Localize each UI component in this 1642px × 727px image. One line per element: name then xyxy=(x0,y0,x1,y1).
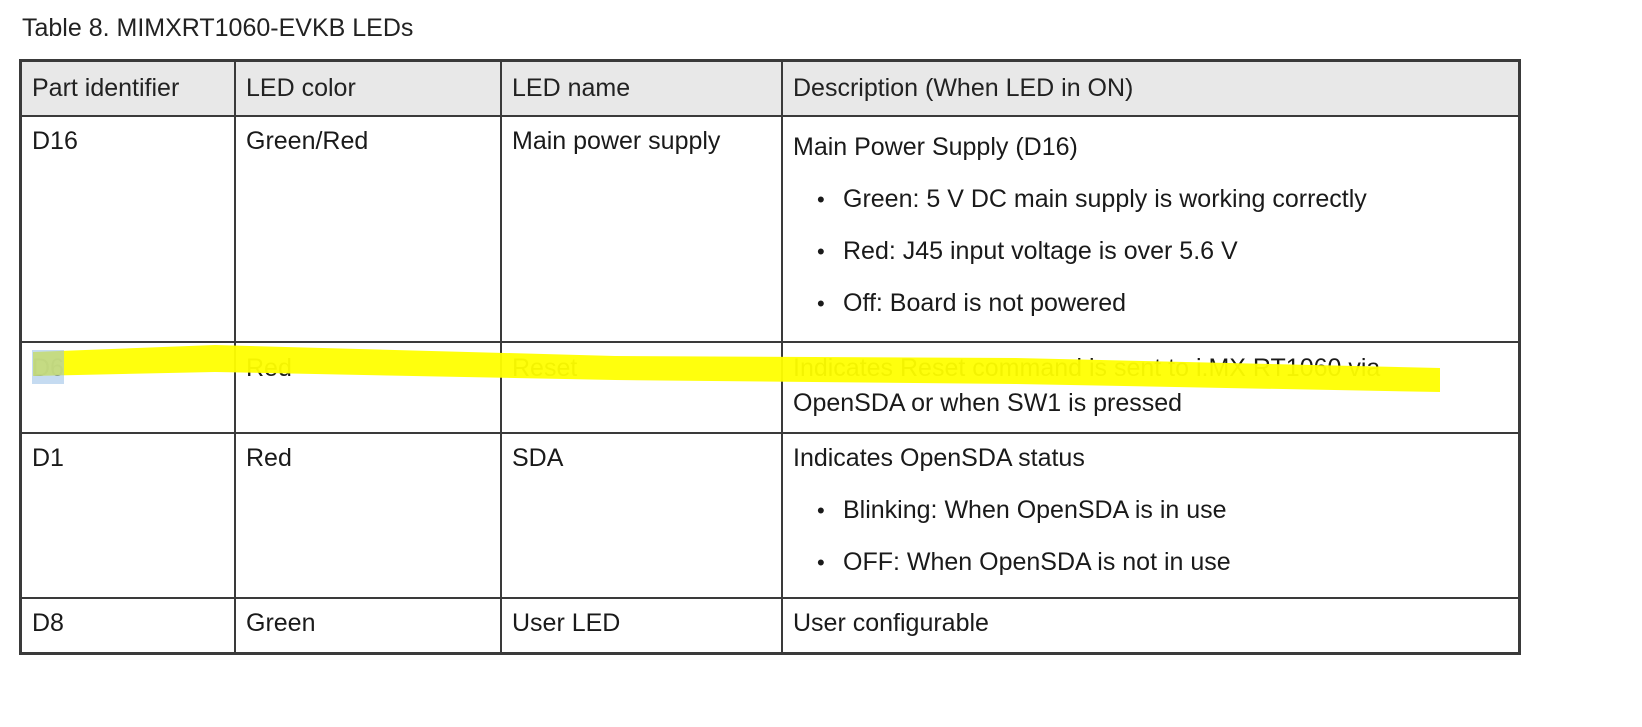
cell-description: User configurable xyxy=(793,609,989,637)
description-line-1: Indicates Reset command is sent to i.MX … xyxy=(793,354,1381,382)
bullet-icon: • xyxy=(817,239,825,264)
bullet-icon: • xyxy=(817,498,825,523)
table-row: D16 Green/Red Main power supply Main Pow… xyxy=(22,117,1518,343)
bullet-text: OFF: When OpenSDA is not in use xyxy=(843,548,1231,576)
table-row: D8 Green User LED User configurable xyxy=(22,599,1518,652)
table-header-row: Part identifier LED color LED name Descr… xyxy=(22,62,1518,117)
bullet-icon: • xyxy=(817,187,825,212)
bullet-icon: • xyxy=(817,291,825,316)
cell-name: User LED xyxy=(502,599,783,652)
bullet-item: • OFF: When OpenSDA is not in use xyxy=(793,545,1518,580)
bullet-icon: • xyxy=(817,550,825,575)
bullet-list: • Green: 5 V DC main supply is working co… xyxy=(793,182,1518,321)
cell-part: D1 xyxy=(22,434,236,597)
bullet-item: • Blinking: When OpenSDA is in use xyxy=(793,493,1518,528)
cell-name: Reset xyxy=(502,343,783,432)
table-row-highlighted: D6 Red Reset Indicates Reset command is … xyxy=(22,343,1518,434)
bullet-list: • Blinking: When OpenSDA is in use • OFF: … xyxy=(793,493,1518,580)
cell-color: Green/Red xyxy=(236,117,502,341)
bullet-text: Blinking: When OpenSDA is in use xyxy=(843,496,1227,524)
table-caption: Table 8. MIMXRT1060-EVKB LEDs xyxy=(22,14,414,42)
cell-part: D6 xyxy=(22,343,236,432)
cell-color: Red xyxy=(236,434,502,597)
cell-color: Green xyxy=(236,599,502,652)
cell-part: D8 xyxy=(22,599,236,652)
header-part-identifier: Part identifier xyxy=(22,62,236,115)
bullet-text: Off: Board is not powered xyxy=(843,289,1127,317)
bullet-text: Green: 5 V DC main supply is working cor… xyxy=(843,185,1367,213)
table-row: D1 Red SDA Indicates OpenSDA status • Bli… xyxy=(22,434,1518,599)
bullet-item: • Off: Board is not powered xyxy=(793,286,1518,321)
bullet-item: • Green: 5 V DC main supply is working co… xyxy=(793,182,1518,217)
cell-color: Red xyxy=(236,343,502,432)
cell-description: Main Power Supply (D16) • Green: 5 V DC m… xyxy=(783,117,1518,341)
bullet-item: • Red: J45 input voltage is over 5.6 V xyxy=(793,234,1518,269)
led-table: Part identifier LED color LED name Descr… xyxy=(19,59,1521,655)
bullet-text: Red: J45 input voltage is over 5.6 V xyxy=(843,237,1238,265)
header-description: Description (When LED in ON) xyxy=(793,74,1134,102)
cell-name: SDA xyxy=(502,434,783,597)
cell-part: D16 xyxy=(22,117,236,341)
cell-description: Indicates Reset command is sent to i.MX … xyxy=(783,343,1518,432)
header-led-color: LED color xyxy=(236,62,502,115)
description-text: Main Power Supply (D16) xyxy=(793,133,1078,161)
cell-description: Indicates OpenSDA status • Blinking: When… xyxy=(783,434,1518,597)
header-led-name: LED name xyxy=(502,62,783,115)
description-text: Indicates OpenSDA status xyxy=(793,444,1085,472)
description-line-2: OpenSDA or when SW1 is pressed xyxy=(793,389,1183,417)
cell-name: Main power supply xyxy=(502,117,783,341)
